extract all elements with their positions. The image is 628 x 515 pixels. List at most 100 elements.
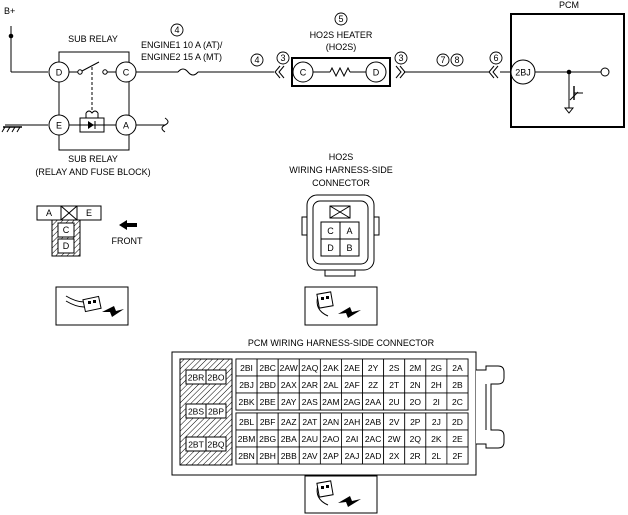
- pcm-pin-label: 2AU: [302, 434, 319, 444]
- pcm-pin-label: 2G: [431, 363, 442, 373]
- pcm-pin-label: 2AR: [302, 380, 319, 390]
- pcm-pin-label: 2W: [388, 434, 401, 444]
- pcm-pin-label: 2U: [389, 397, 400, 407]
- heater-pin-c: C: [300, 68, 307, 78]
- pcm-pin-2bj: 2BJ: [515, 68, 531, 78]
- connector-break-marks: [274, 65, 499, 79]
- connector-plug-icon: [316, 291, 361, 318]
- pcm-pin-label: 2C: [452, 397, 463, 407]
- ho2s-conn-pin-c: C: [327, 226, 334, 236]
- sub-relay-pin-c: C: [123, 68, 130, 78]
- wire-callouts: 4 3 3 7 8 6: [250, 51, 503, 67]
- pcm-pin-label: 2K: [431, 434, 442, 444]
- pcm-pin-label: 2E: [452, 434, 463, 444]
- power-source: B+: [4, 6, 48, 73]
- pcm-pin-cell: [446, 392, 469, 411]
- pcm-pin-label: 2BF: [260, 417, 276, 427]
- pcm-pin-label: 2AS: [302, 397, 318, 407]
- main-wire: [136, 68, 511, 76]
- ho2s-conn-pin-d: D: [327, 243, 334, 253]
- pcm-pin-label: 2BC: [259, 363, 276, 373]
- pcm-pin-label: 2P: [410, 417, 421, 427]
- ho2s-conn-pin-b: B: [346, 243, 352, 253]
- ho2s-conn-title-1: HO2S: [329, 152, 354, 162]
- pcm-pin-label: 2AK: [323, 363, 339, 373]
- pcm-pin-2br: 2BR: [188, 373, 205, 383]
- sub-relay: SUB RELAY D C E A SUB RELAY (RE: [35, 34, 169, 177]
- pcm-pin-2bq: 2BQ: [207, 440, 224, 450]
- ho2s-connector-view: HO2S WIRING HARNESS-SIDE CONNECTOR C A D…: [289, 152, 393, 277]
- fuse-line-1: ENGINE1 10 A (AT)/: [141, 40, 223, 50]
- callout-mid-a: 7: [440, 55, 445, 65]
- heater-callout: 5: [338, 14, 343, 24]
- ho2s-heater: 5 HO2S HEATER (HO2S) C D: [291, 12, 391, 87]
- callout-pcm-side: 6: [493, 53, 498, 63]
- pcm-pin-label: 2AQ: [301, 363, 318, 373]
- relay-conn-pin-c: C: [63, 225, 70, 235]
- pcm-pin-label: 2BJ: [239, 380, 254, 390]
- pcm-pin-label: 2A: [452, 363, 463, 373]
- plug-icon-box-left: [55, 286, 129, 326]
- pcm-pin-label: 2BN: [238, 451, 255, 461]
- fuse-label: 4 ENGINE1 10 A (AT)/ ENGINE2 15 A (MT): [141, 23, 223, 62]
- pcm-pin-label: 2S: [389, 363, 400, 373]
- pcm-pin-label: 2AP: [323, 451, 339, 461]
- front-arrow-icon: [119, 220, 137, 230]
- pcm-pin-label: 2AG: [343, 397, 360, 407]
- pcm-pin-2bt: 2BT: [188, 440, 204, 450]
- pcm-pin-label: 2B: [452, 380, 463, 390]
- relay-conn-pin-d: D: [63, 241, 70, 251]
- fuse-callout: 4: [174, 25, 179, 35]
- pcm-pin-label: 2O: [410, 397, 422, 407]
- sub-relay-caption-1: SUB RELAY: [68, 154, 118, 164]
- pcm-pin-2bo: 2BO: [207, 373, 224, 383]
- pcm-pin-cell: [446, 446, 469, 465]
- pcm-pin-label: 2N: [410, 380, 421, 390]
- pcm-pin-label: 2AW: [280, 363, 298, 373]
- pcm-pin-label: 2Z: [368, 380, 378, 390]
- pcm-pin-label: 2BB: [281, 451, 297, 461]
- sub-relay-caption-2: (RELAY AND FUSE BLOCK): [35, 167, 150, 177]
- ground-symbol: [1, 124, 48, 133]
- pcm: PCM 2BJ: [510, 0, 625, 128]
- pcm-connector-view: PCM WIRING HARNESS-SIDE CONNECTOR 2BR 2B…: [171, 338, 505, 476]
- pcm-pin-2bs: 2BS: [188, 407, 204, 417]
- pcm-pin-label: 2T: [389, 380, 399, 390]
- pcm-pin-label: 2BL: [239, 417, 254, 427]
- pcm-pin-label: 2Y: [368, 363, 379, 373]
- relay-connector-view: A E C D FRONT: [36, 205, 143, 257]
- heater-pin-d: D: [373, 68, 380, 78]
- pcm-pin-label: 2AB: [365, 417, 381, 427]
- sub-relay-pin-e: E: [56, 121, 62, 131]
- pcm-pin-2bp: 2BP: [208, 407, 224, 417]
- pcm-pin-label: 2BI: [240, 363, 253, 373]
- front-label: FRONT: [112, 236, 143, 246]
- pcm-pin-label: 2AI: [346, 434, 359, 444]
- callout-left-of-heater: 3: [280, 53, 285, 63]
- pcm-pin-label: 2BD: [259, 380, 276, 390]
- pcm-pin-label: 2AO: [322, 434, 339, 444]
- pcm-pin-label: 2BA: [281, 434, 297, 444]
- ho2s-conn-title-2: WIRING HARNESS-SIDE: [289, 165, 393, 175]
- heater-title: HO2S HEATER: [310, 30, 373, 40]
- pcm-pin-label: 2AF: [344, 380, 360, 390]
- pcm-pin-label: 2AD: [365, 451, 382, 461]
- pcm-pin-label: 2AC: [365, 434, 382, 444]
- pcm-title: PCM: [559, 0, 579, 10]
- heater-subtitle: (HO2S): [326, 42, 357, 52]
- power-label: B+: [4, 6, 15, 16]
- pcm-pin-label: 2X: [389, 451, 400, 461]
- pcm-pin-label: 2I: [433, 397, 440, 407]
- pcm-pin-label: 2BH: [259, 451, 276, 461]
- pcm-pin-label: 2AV: [302, 451, 318, 461]
- pcm-pin-label: 2AE: [344, 363, 360, 373]
- pcm-pin-label: 2D: [452, 417, 463, 427]
- pcm-pin-label: 2AN: [323, 417, 340, 427]
- relay-conn-pin-e: E: [86, 208, 92, 218]
- sub-relay-pin-d: D: [56, 68, 63, 78]
- sub-relay-title: SUB RELAY: [68, 34, 118, 44]
- pcm-pin-label: 2AL: [323, 380, 338, 390]
- sub-relay-pin-a: A: [123, 121, 129, 131]
- pcm-pin-label: 2AT: [302, 417, 317, 427]
- pcm-pin-label: 2L: [432, 451, 442, 461]
